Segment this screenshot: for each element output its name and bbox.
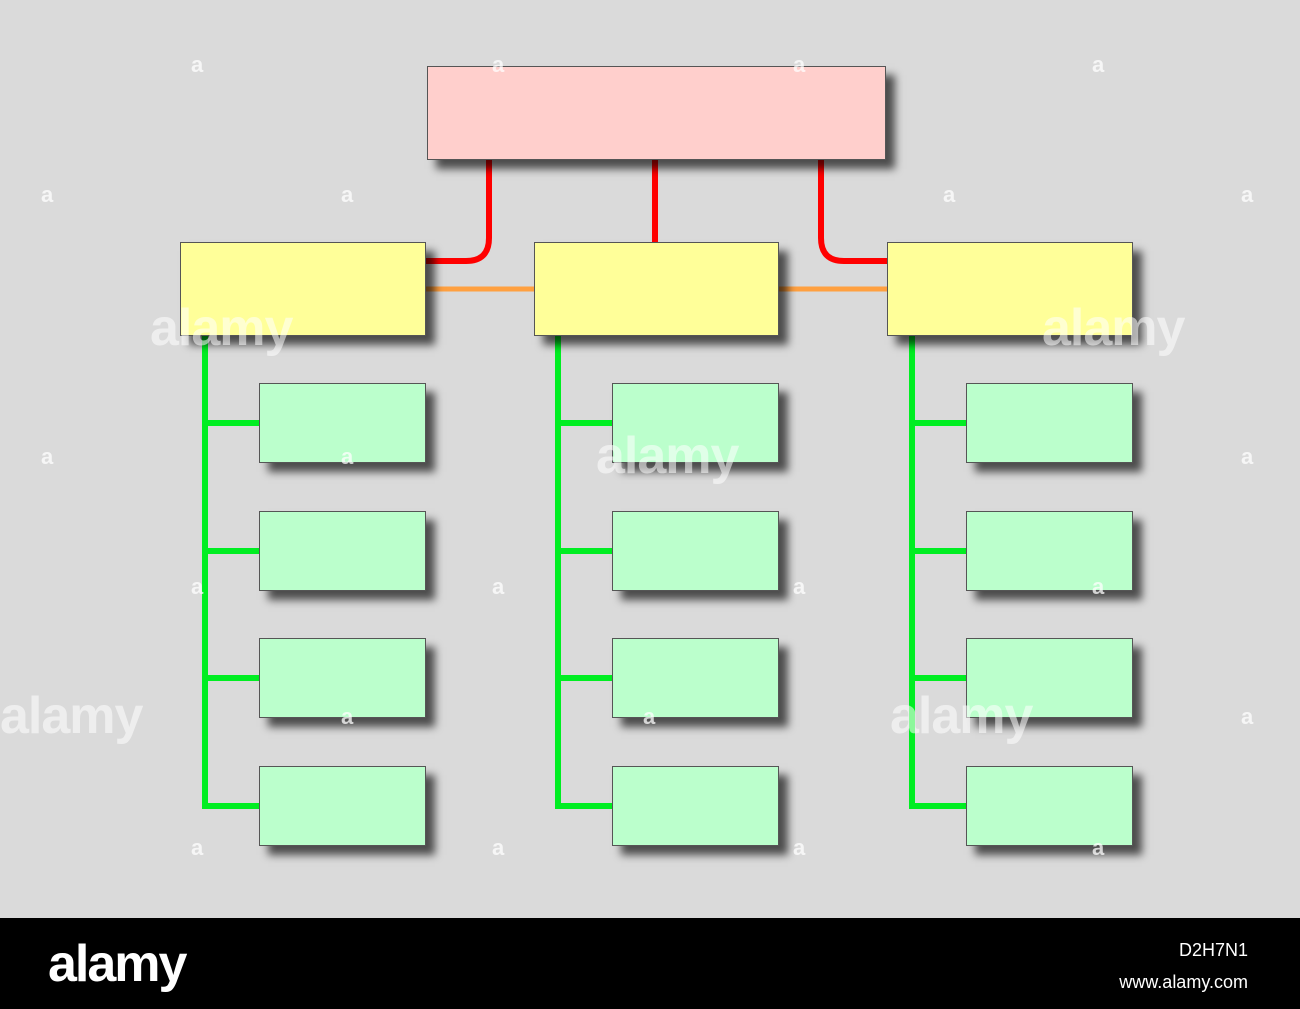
leaf-box-2-4 [612, 766, 779, 846]
leaf-box-2-3 [612, 638, 779, 718]
leaf-box-1-1 [259, 383, 426, 463]
leaf-links-branch-1 [202, 336, 259, 809]
leaf-links-branch-2 [555, 336, 612, 809]
leaf-box-3-3 [966, 638, 1133, 718]
stock-footer: alamy D2H7N1 www.alamy.com [0, 918, 1300, 1009]
leaf-links-branch-3 [909, 336, 966, 809]
root-link-right [818, 160, 887, 264]
image-id: D2H7N1 [1178, 940, 1248, 960]
leaf-box-3-1 [966, 383, 1133, 463]
leaf-box-3-2 [966, 511, 1133, 591]
leaf-box-3-4 [966, 766, 1133, 846]
branch-box-1 [180, 242, 426, 336]
footer-url: www.alamy.com [1119, 972, 1248, 992]
connectors [202, 160, 966, 809]
root-link-left [426, 160, 492, 264]
leaf-box-1-4 [259, 766, 426, 846]
root-box [427, 66, 886, 160]
diagram-canvas: alamy alamy alamy alamy alamy a a a a a … [0, 0, 1300, 918]
footer-logo: alamy [48, 935, 187, 993]
leaf-box-1-2 [259, 511, 426, 591]
branch-box-2 [534, 242, 779, 336]
branch-box-3 [887, 242, 1133, 336]
leaf-box-2-1 [612, 383, 779, 463]
leaf-box-2-2 [612, 511, 779, 591]
leaf-box-1-3 [259, 638, 426, 718]
